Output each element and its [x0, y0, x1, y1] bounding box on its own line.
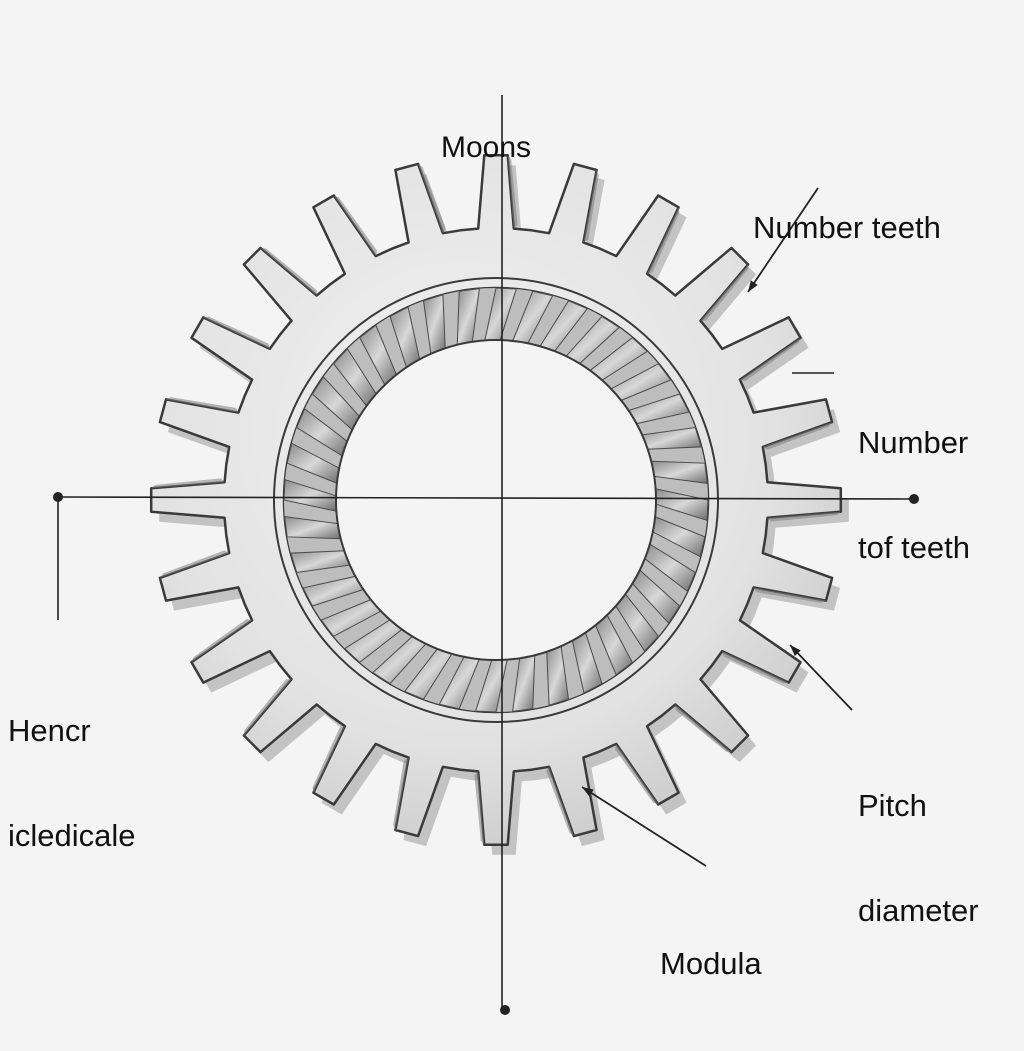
- tooth-side-shade: [675, 704, 732, 753]
- label-number-of-teeth: Number tof teeth: [858, 355, 970, 635]
- gear-illustration: [53, 95, 919, 1015]
- tooth-side-shade: [722, 651, 789, 684]
- tooth-side-shade: [243, 679, 292, 736]
- gear: [149, 153, 849, 855]
- label-pitch-diameter: Pitch diameter: [858, 718, 979, 998]
- label-left-line1: Hencr: [8, 713, 91, 748]
- inner-rim: [273, 277, 719, 723]
- tooth-side-shade: [762, 422, 833, 450]
- label-modula: Modula: [660, 876, 762, 1051]
- axis-lines: [53, 95, 919, 1015]
- tooth-side-shade: [260, 247, 317, 296]
- label-modula-text: Modula: [660, 946, 762, 981]
- label-number-of-teeth-line1: Number: [858, 425, 969, 460]
- tooth-side-shade: [418, 163, 446, 234]
- number-teeth-leader-head: [748, 280, 758, 292]
- tooth-side-shade: [165, 397, 239, 413]
- tooth-side-shade: [767, 511, 841, 522]
- label-number-teeth-text: Number teeth: [753, 210, 941, 245]
- tooth-side-shade: [474, 771, 485, 845]
- label-top: Moons: [441, 60, 531, 235]
- tooth-side-shade: [393, 757, 409, 831]
- inner-teeth-band: [283, 287, 709, 713]
- gear-diagram: Moons Number teeth Number tof teeth Henc…: [8, 60, 979, 1015]
- label-left: Hencr icledicale: [8, 643, 136, 923]
- tooth-side-shade: [507, 155, 518, 229]
- tooth-side-shade: [647, 207, 680, 274]
- center-bore: [335, 339, 657, 661]
- label-number-teeth: Number teeth: [753, 140, 941, 315]
- tooth-side-shade: [614, 743, 659, 805]
- tooth-side-shade: [700, 264, 749, 321]
- tooth-side-shade: [312, 726, 345, 793]
- tooth-side-shade: [583, 169, 599, 243]
- bottom-axis-dot: [500, 1005, 510, 1015]
- right-axis-dot: [909, 494, 919, 504]
- number-teeth-leader: [747, 187, 819, 293]
- modula-leader: [581, 786, 707, 867]
- label-left-line2: icledicale: [8, 818, 136, 853]
- tooth-side-shade: [753, 587, 827, 603]
- horizontal-axis-line: [57, 496, 915, 500]
- modula-leader-head: [582, 787, 594, 797]
- label-top-text: Moons: [441, 131, 532, 164]
- tooth-side-shade: [333, 195, 378, 257]
- label-number-of-teeth-line2: tof teeth: [858, 530, 971, 565]
- tooth-side-shade: [203, 316, 270, 349]
- label-pitch-line1: Pitch: [858, 788, 927, 823]
- pitch-diameter-leader-head: [790, 645, 801, 656]
- tooth-side-shade: [151, 478, 225, 489]
- tooth-side-shade: [191, 618, 253, 663]
- label-pitch-line2: diameter: [858, 893, 979, 928]
- tooth-side-shade: [159, 550, 230, 578]
- pitch-diameter-leader: [789, 644, 853, 711]
- tooth-side-shade: [739, 337, 801, 382]
- tooth-side-shade: [546, 766, 574, 837]
